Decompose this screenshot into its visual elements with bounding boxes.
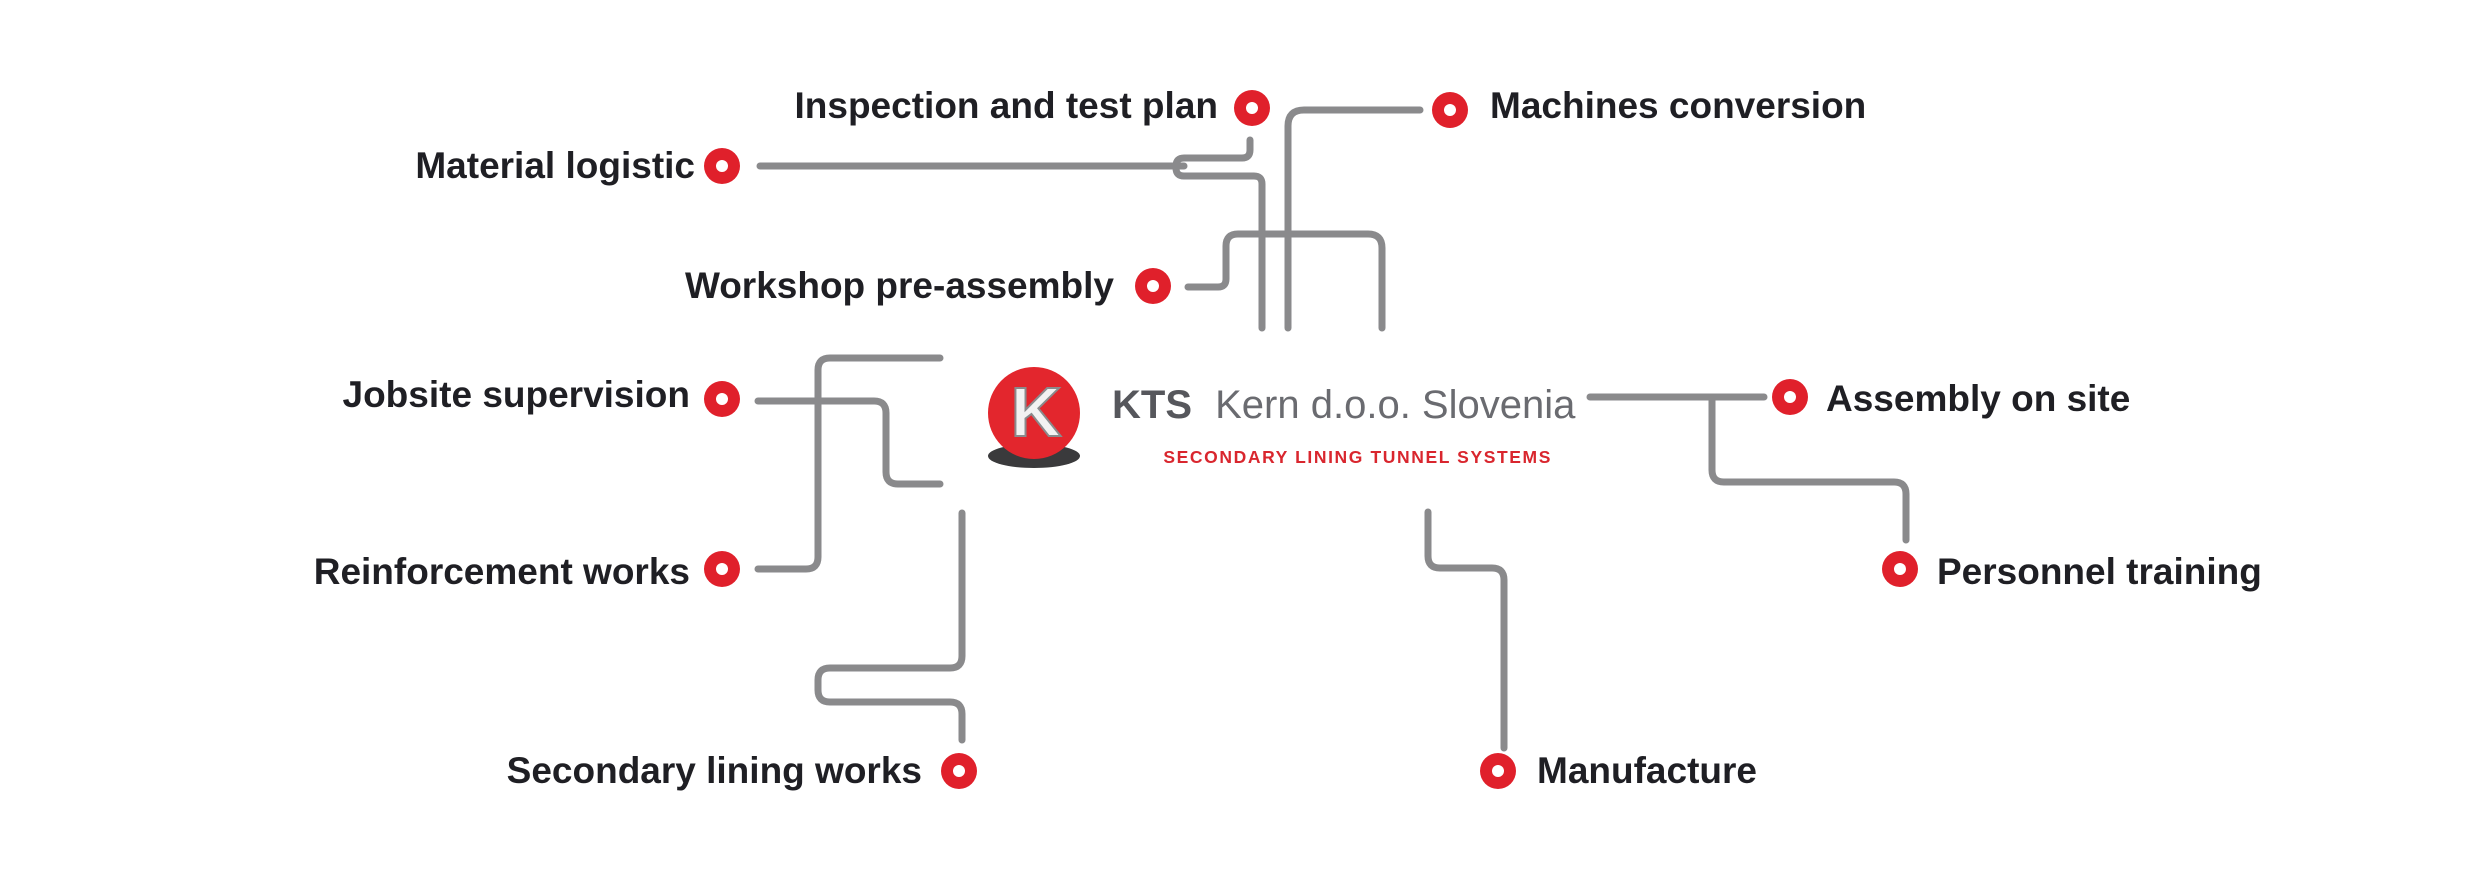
node-label: Personnel training xyxy=(1937,551,2262,592)
node-material-logistic: Material logistic xyxy=(415,145,740,186)
connector-workshop-pre-assembly xyxy=(1184,230,1386,332)
node-marker-center xyxy=(1444,104,1456,116)
node-secondary-lining-works: Secondary lining works xyxy=(507,750,977,791)
node-label: Manufacture xyxy=(1537,750,1757,791)
company-name-rest: Kern d.o.o. Slovenia xyxy=(1215,383,1576,427)
node-machines-conversion: Machines conversion xyxy=(1432,85,1866,128)
connector-manufacture xyxy=(1424,508,1508,752)
connector-machines-conversion xyxy=(1284,106,1424,332)
node-reinforcement-works: Reinforcement works xyxy=(314,551,740,592)
node-label: Jobsite supervision xyxy=(343,374,691,415)
logo-circle xyxy=(988,367,1080,459)
company-name-bold: KTS xyxy=(1112,383,1192,427)
node-label: Assembly on site xyxy=(1826,378,2130,419)
node-jobsite-supervision: Jobsite supervision xyxy=(343,374,740,417)
node-inspection-and-test-plan: Inspection and test plan xyxy=(795,85,1270,126)
connector-lines xyxy=(754,106,1910,752)
node-marker-center xyxy=(716,563,728,575)
node-assembly-on-site: Assembly on site xyxy=(1772,378,2130,419)
node-marker-center xyxy=(1492,765,1504,777)
company-tagline: SECONDARY LINING TUNNEL SYSTEMS xyxy=(1163,447,1552,467)
company-name: KTS Kern d.o.o. Slovenia xyxy=(1112,383,1576,427)
node-label: Inspection and test plan xyxy=(795,85,1219,126)
company-logo: K xyxy=(988,367,1080,468)
connector-secondary-lining-works xyxy=(814,509,966,744)
node-marker-center xyxy=(716,393,728,405)
node-label: Machines conversion xyxy=(1490,85,1866,126)
node-marker-center xyxy=(1894,563,1906,575)
node-marker-center xyxy=(716,160,728,172)
node-marker-center xyxy=(1147,280,1159,292)
node-label: Reinforcement works xyxy=(314,551,690,592)
node-label: Secondary lining works xyxy=(507,750,922,791)
node-label: Workshop pre-assembly xyxy=(685,265,1114,306)
node-marker-center xyxy=(1784,391,1796,403)
node-marker-center xyxy=(1246,102,1258,114)
connector-jobsite-supervision xyxy=(754,397,944,488)
logo-letter: K xyxy=(1011,373,1062,451)
connector-personnel-training xyxy=(1708,393,1910,544)
node-marker-center xyxy=(953,765,965,777)
node-workshop-pre-assembly: Workshop pre-assembly xyxy=(685,265,1171,306)
node-manufacture: Manufacture xyxy=(1480,750,1757,791)
connector-reinforcement-works xyxy=(754,354,944,573)
node-personnel-training: Personnel training xyxy=(1882,551,2262,592)
node-label: Material logistic xyxy=(415,145,695,186)
